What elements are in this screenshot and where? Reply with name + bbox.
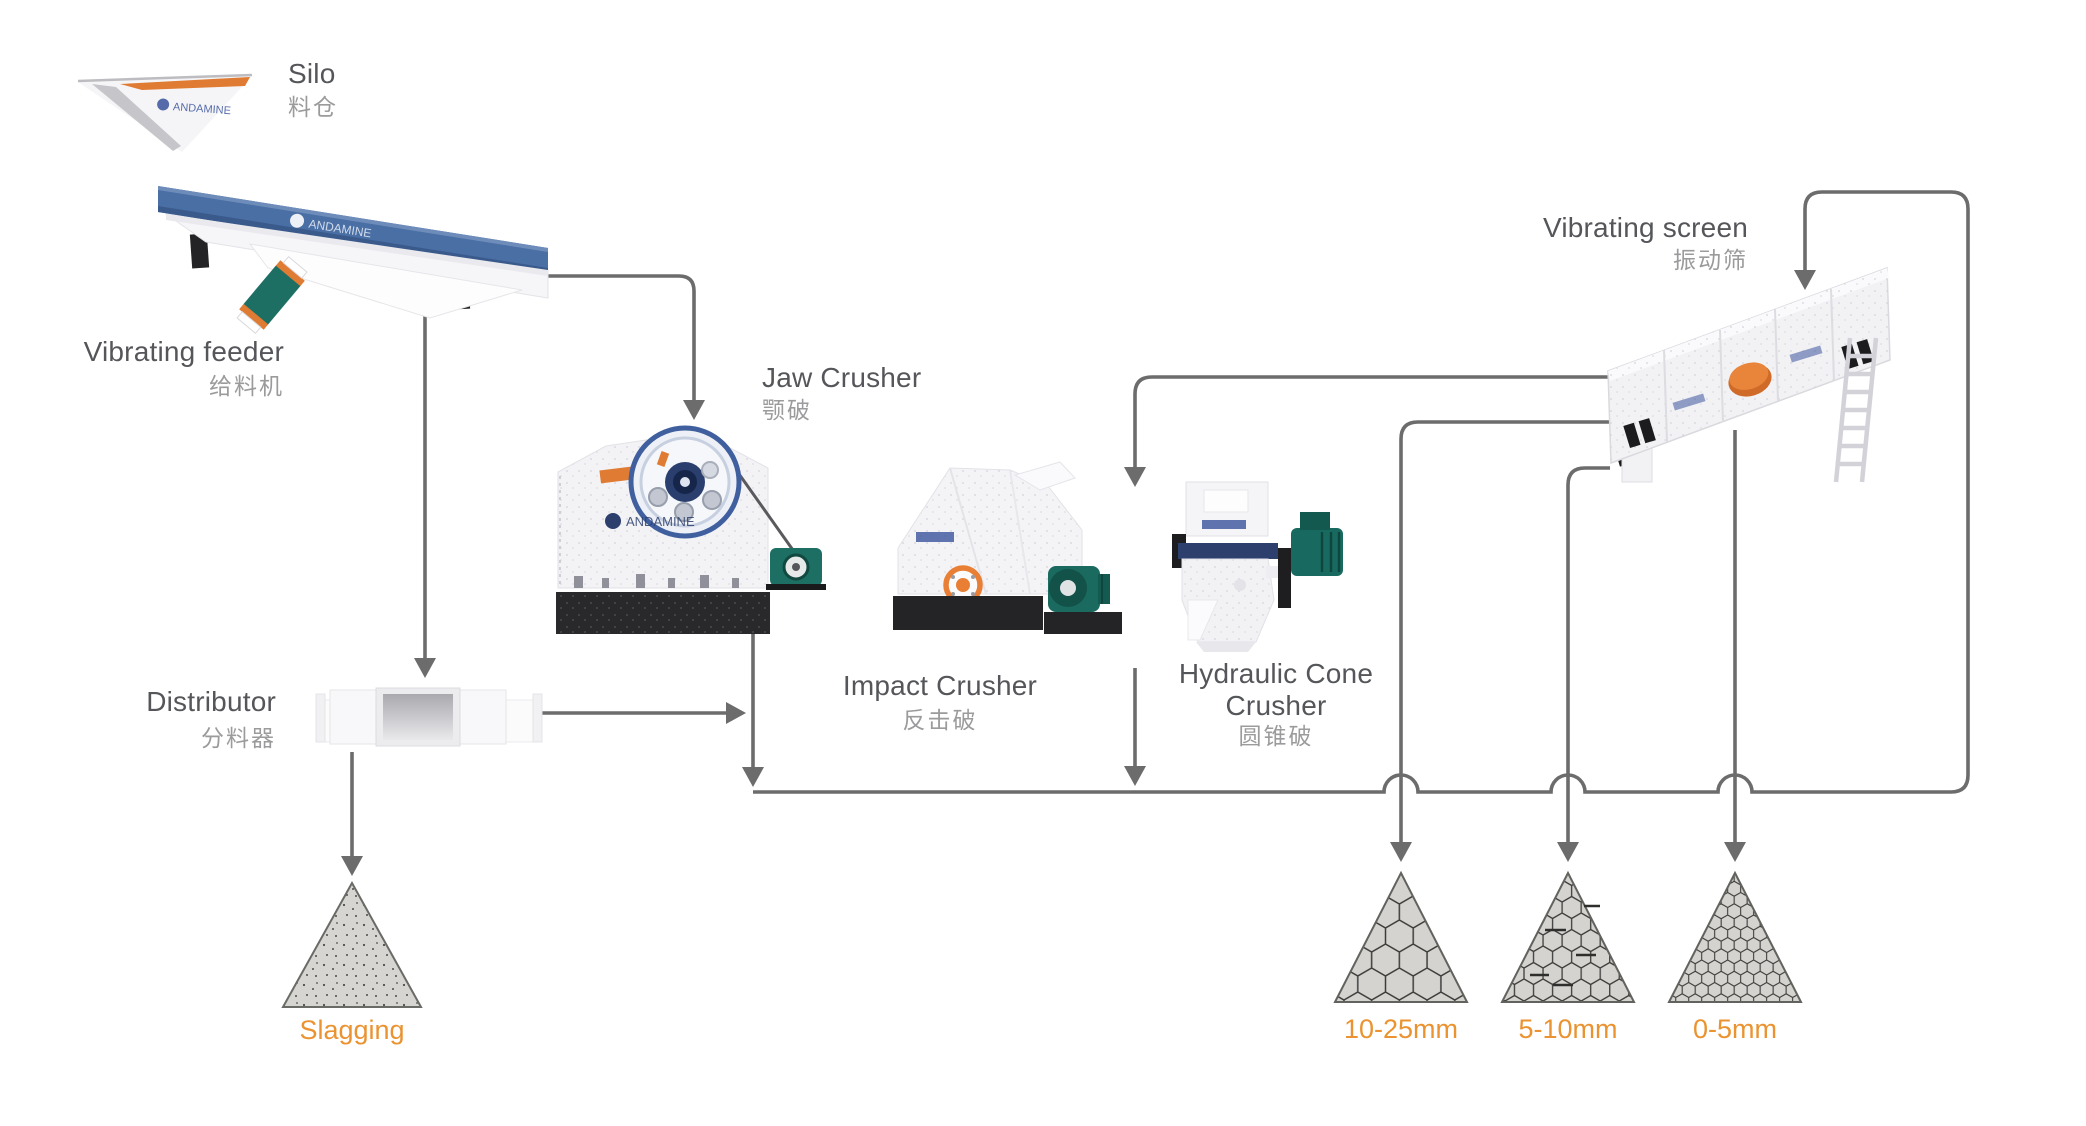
- size-medium-label: 5-10mm: [1518, 1014, 1618, 1044]
- vibrating-screen-graphic: [1607, 266, 1891, 483]
- line-screen-to-large: [1399, 420, 1618, 842]
- jaw-label-zh: 颚破: [762, 397, 812, 423]
- size-large-label: 10-25mm: [1343, 1014, 1459, 1044]
- silo-label-zh: 料仓: [288, 94, 338, 120]
- distributor-label-en: Distributor: [146, 686, 276, 717]
- line-screen-to-medium: [1566, 466, 1610, 842]
- svg-text:ANDAMINE: ANDAMINE: [626, 514, 695, 529]
- screen-label-en: Vibrating screen: [1542, 212, 1748, 243]
- flow-arrowheads: [341, 270, 1816, 876]
- feeder-label-zh: 给料机: [209, 373, 284, 399]
- jaw-crusher-graphic: ANDAMINE: [556, 425, 826, 634]
- feeder-label-en: Vibrating feeder: [83, 336, 284, 367]
- slagging-label: Slagging: [299, 1015, 405, 1045]
- cone-crusher-graphic: [1172, 481, 1343, 652]
- pile-0-5mm: [1667, 870, 1803, 1003]
- line-feeder-to-jaw: [548, 274, 696, 402]
- screen-label-zh: 振动筛: [1673, 247, 1748, 273]
- flow-lines: [350, 190, 1970, 858]
- silo-graphic: ANDAMINE: [77, 73, 253, 152]
- pile-10-25mm: [1333, 870, 1469, 1003]
- line-screen-to-crushers: [1133, 375, 1608, 467]
- cone-label-zh: 圆锥破: [1238, 723, 1314, 749]
- slagging-pile: [281, 880, 423, 1008]
- line-bottom-return: [753, 190, 1970, 794]
- svg-text:ANDAMINE: ANDAMINE: [173, 101, 232, 117]
- size-small-label: 0-5mm: [1692, 1014, 1777, 1044]
- silo-label-en: Silo: [288, 58, 336, 89]
- jaw-label-en: Jaw Crusher: [762, 362, 922, 393]
- impact-label-en: Impact Crusher: [842, 670, 1038, 701]
- pile-5-10mm: [1500, 870, 1636, 1003]
- impact-crusher-graphic: [893, 461, 1122, 634]
- cone-label-en: Hydraulic Cone Crusher: [1178, 658, 1374, 722]
- impact-label-zh: 反击破: [902, 707, 978, 733]
- vibrating-feeder-graphic: ANDAMINE: [158, 186, 549, 335]
- distributor-label-zh: 分料器: [201, 725, 276, 751]
- ladder-graphic: [1833, 337, 1879, 483]
- distributor-graphic: [315, 687, 543, 747]
